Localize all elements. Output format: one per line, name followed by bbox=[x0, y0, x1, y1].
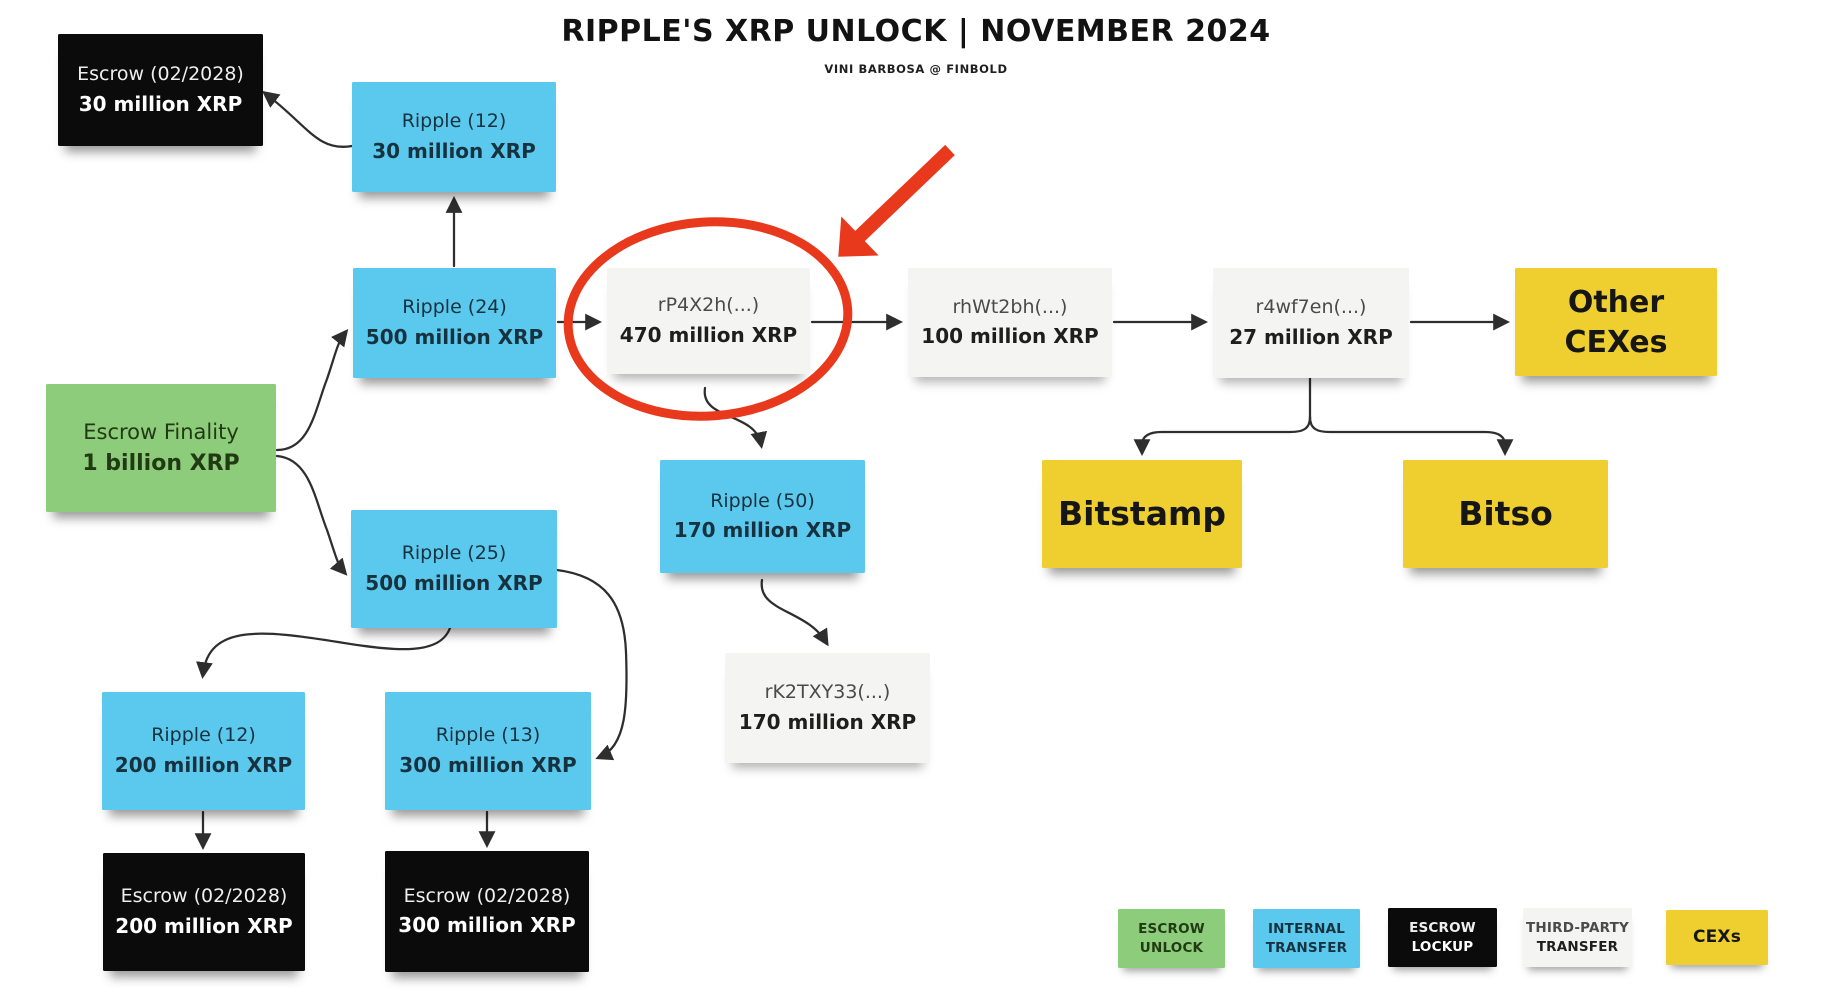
node-bitstamp: Bitstamp bbox=[1042, 460, 1242, 568]
node-value: 200 million XRP bbox=[114, 752, 293, 777]
node-value: 500 million XRP bbox=[365, 570, 543, 595]
arrow-r4wf7en-to-bitstamp bbox=[1133, 415, 1312, 457]
node-label: THIRD-PARTY bbox=[1525, 920, 1630, 937]
node-label: Ripple (50) bbox=[710, 489, 815, 512]
node-label: Ripple (12) bbox=[401, 110, 507, 133]
node-value: 30 million XRP bbox=[372, 138, 536, 163]
node-value: 170 million XRP bbox=[673, 518, 852, 543]
node-label: INTERNAL bbox=[1267, 921, 1346, 938]
node-rk2txy33-170m: rK2TXY33(...) 170 million XRP bbox=[725, 653, 930, 763]
node-bitso: Bitso bbox=[1403, 460, 1608, 568]
node-value: CEXes bbox=[1564, 324, 1668, 360]
arrow-escrowfinality-to-ripple24 bbox=[275, 329, 349, 452]
node-escrow-finality-1b: Escrow Finality 1 billion XRP bbox=[46, 384, 276, 512]
node-rp4x2h-470m: rP4X2h(...) 470 million XRP bbox=[607, 268, 810, 374]
node-escrow-022028-200m: Escrow (02/2028) 200 million XRP bbox=[103, 853, 305, 971]
node-ripple-50-170m: Ripple (50) 170 million XRP bbox=[660, 460, 865, 573]
node-rhwt2bh-100m: rhWt2bh(...) 100 million XRP bbox=[908, 268, 1112, 377]
arrow-ripple25-to-ripple12b bbox=[196, 626, 452, 680]
node-value: 500 million XRP bbox=[365, 324, 544, 349]
node-value: 1 billion XRP bbox=[82, 450, 240, 476]
node-label: ESCROW bbox=[1138, 921, 1205, 938]
node-label: Ripple (12) bbox=[151, 724, 256, 747]
arrow-escrowfinality-to-ripple25 bbox=[275, 454, 348, 576]
node-label: Escrow (02/2028) bbox=[77, 63, 244, 86]
node-label: ESCROW bbox=[1409, 920, 1476, 937]
node-value: TRANSFER bbox=[1536, 938, 1619, 955]
node-label: rP4X2h(...) bbox=[657, 294, 760, 317]
node-ripple-25-500m: Ripple (25) 500 million XRP bbox=[351, 510, 557, 628]
node-value: UNLOCK bbox=[1139, 939, 1204, 956]
node-label: Ripple (25) bbox=[401, 542, 507, 565]
node-ripple-13-300m: Ripple (13) 300 million XRP bbox=[385, 692, 591, 810]
arrow-ripple12-to-escrow bbox=[261, 90, 354, 148]
page-title: RIPPLE'S XRP UNLOCK | NOVEMBER 2024 bbox=[561, 14, 1271, 49]
node-label: Bitstamp bbox=[1058, 494, 1226, 534]
node-label: rhWt2bh(...) bbox=[952, 295, 1068, 318]
node-value: LOCKUP bbox=[1411, 938, 1474, 955]
node-value: 100 million XRP bbox=[921, 324, 1099, 349]
page-subtitle: VINI BARBOSA @ FINBOLD bbox=[824, 62, 1008, 76]
node-label: Bitso bbox=[1458, 494, 1553, 534]
node-value: 170 million XRP bbox=[738, 709, 917, 734]
red-callout-arrow-icon bbox=[838, 144, 955, 257]
node-label: Escrow (02/2028) bbox=[403, 884, 571, 907]
node-ripple-12-30m: Ripple (12) 30 million XRP bbox=[352, 82, 556, 192]
legend-item-cexs: CEXs bbox=[1666, 910, 1768, 965]
node-label: Ripple (24) bbox=[402, 296, 507, 319]
arrow-r4wf7en-to-bitso bbox=[1308, 415, 1514, 457]
node-value: 300 million XRP bbox=[398, 913, 576, 938]
node-ripple-24-500m: Ripple (24) 500 million XRP bbox=[353, 268, 556, 378]
node-value: 30 million XRP bbox=[78, 91, 243, 116]
node-label: r4wf7en(...) bbox=[1255, 296, 1367, 319]
node-label: Escrow (02/2028) bbox=[120, 885, 288, 908]
node-value: 200 million XRP bbox=[115, 913, 293, 938]
node-value: TRANSFER bbox=[1265, 939, 1348, 956]
node-value: 470 million XRP bbox=[619, 322, 798, 347]
node-ripple-12-200m: Ripple (12) 200 million XRP bbox=[102, 692, 305, 810]
node-r4wf7en-27m: r4wf7en(...) 27 million XRP bbox=[1213, 268, 1409, 378]
node-label: rK2TXY33(...) bbox=[764, 681, 891, 704]
node-escrow-022028-300m: Escrow (02/2028) 300 million XRP bbox=[385, 851, 589, 972]
node-value: 300 million XRP bbox=[399, 752, 577, 777]
node-label: Escrow Finality bbox=[83, 419, 239, 444]
node-value: 27 million XRP bbox=[1229, 324, 1393, 349]
node-label: Ripple (13) bbox=[435, 724, 541, 747]
arrow-rp4x2h-to-ripple50 bbox=[703, 386, 768, 449]
node-label: Other bbox=[1567, 284, 1665, 320]
node-label: CEXs bbox=[1692, 927, 1742, 948]
node-escrow-022028-30m: Escrow (02/2028) 30 million XRP bbox=[58, 34, 263, 146]
arrow-ripple50-to-rk2txy33 bbox=[760, 578, 829, 647]
